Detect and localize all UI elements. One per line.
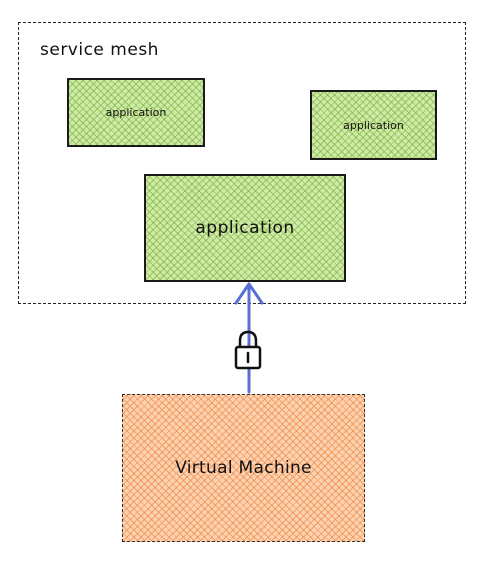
application-label-1: application	[105, 106, 167, 119]
application-label-2: application	[343, 118, 404, 132]
arrow-head	[234, 282, 264, 305]
lock-icon	[234, 330, 262, 370]
application-box-main: application	[144, 174, 346, 282]
virtual-machine-label: Virtual Machine	[175, 458, 312, 478]
application-box-2: application	[310, 90, 437, 160]
application-box-1: application	[67, 78, 205, 147]
service-mesh-boundary	[18, 22, 466, 304]
application-label-main: application	[195, 218, 295, 238]
virtual-machine-box: Virtual Machine	[122, 394, 365, 542]
service-mesh-label: service mesh	[40, 40, 159, 60]
